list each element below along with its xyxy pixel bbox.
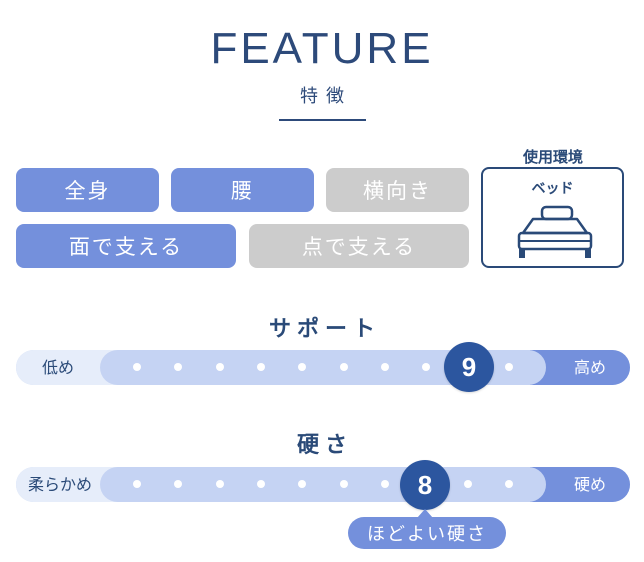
tag-yokomuki: 横向き	[326, 168, 469, 212]
environment-value: ベッド	[531, 181, 574, 197]
support-high-label: 高め	[573, 358, 606, 377]
tag-zenshin: 全身	[16, 168, 159, 212]
title-underline	[279, 119, 366, 121]
support-tick	[174, 363, 182, 371]
support-tick	[422, 363, 430, 371]
firmness-tick	[298, 480, 306, 488]
page-subtitle: 特徴	[300, 86, 352, 107]
support-tick	[257, 363, 265, 371]
environment-card: ベッド	[481, 167, 624, 268]
support-tick	[133, 363, 141, 371]
firmness-tick	[340, 480, 348, 488]
firmness-scale: 柔らかめ 硬め	[16, 467, 630, 502]
support-title: サポート	[268, 317, 381, 342]
support-value-marker: 9	[444, 342, 494, 392]
support-scale: 低め 高め	[16, 350, 630, 385]
page-title: FEATURE	[210, 24, 434, 73]
firmness-title: 硬さ	[296, 433, 353, 458]
tag-koshi: 腰	[171, 168, 314, 212]
support-tick	[505, 363, 513, 371]
firmness-tick	[216, 480, 224, 488]
firmness-tick	[505, 480, 513, 488]
environment-heading: 使用環境	[522, 148, 583, 166]
firmness-tick	[381, 480, 389, 488]
support-tick	[298, 363, 306, 371]
firmness-tooltip: ほどよい硬さ	[348, 517, 506, 549]
firmness-tooltip-tail	[417, 509, 433, 518]
tag-ten-de-sasaeru: 点で支える	[249, 224, 469, 268]
bed-icon	[517, 205, 593, 258]
support-tick	[340, 363, 348, 371]
firmness-tick	[464, 480, 472, 488]
firmness-tick	[257, 480, 265, 488]
firmness-low-label: 柔らかめ	[28, 475, 93, 494]
support-tick	[216, 363, 224, 371]
firmness-tick	[133, 480, 141, 488]
firmness-value-marker: 8	[400, 460, 450, 510]
support-tick	[381, 363, 389, 371]
firmness-high-label: 硬め	[573, 475, 606, 494]
support-low-label: 低め	[42, 358, 75, 377]
tag-men-de-sasaeru: 面で支える	[16, 224, 236, 268]
firmness-tick	[174, 480, 182, 488]
